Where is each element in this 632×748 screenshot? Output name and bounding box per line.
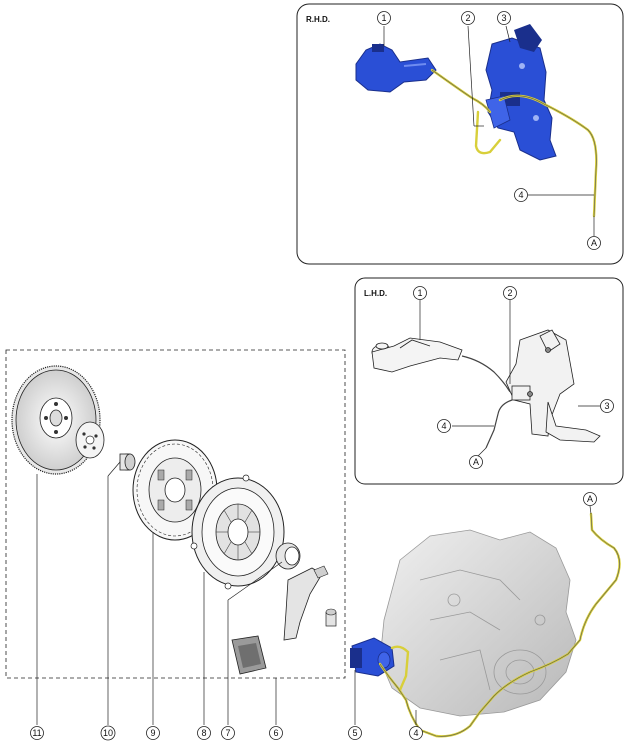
flywheel-plate bbox=[75, 421, 105, 459]
svg-text:3: 3 bbox=[604, 401, 609, 411]
transmission-leader-lines bbox=[354, 505, 592, 725]
svg-text:1: 1 bbox=[417, 288, 422, 298]
svg-text:4: 4 bbox=[441, 421, 446, 431]
clutch-leader-lines bbox=[36, 461, 283, 725]
rhd-panel: R.H.D. bbox=[296, 3, 624, 265]
callout-4: 4 bbox=[409, 726, 423, 740]
svg-text:4: 4 bbox=[413, 728, 418, 738]
rhd-panel-title: R.H.D. bbox=[306, 15, 330, 24]
transmission-assembly: A 5 4 bbox=[348, 492, 621, 740]
lhd-callout-a: A bbox=[469, 455, 483, 469]
pivot-bolt bbox=[325, 608, 337, 627]
callout-5: 5 bbox=[348, 726, 362, 740]
lhd-reservoir-tank bbox=[371, 337, 463, 373]
rhd-callout-a: A bbox=[587, 236, 601, 250]
main-callout-a: A bbox=[583, 492, 597, 506]
rhd-callout-2: 2 bbox=[461, 11, 475, 25]
callout-6: 6 bbox=[269, 726, 283, 740]
lhd-callout-4: 4 bbox=[437, 419, 451, 433]
callout-9: 9 bbox=[146, 726, 160, 740]
rhd-panel-frame bbox=[296, 3, 624, 265]
rhd-callout-3: 3 bbox=[497, 11, 511, 25]
rhd-pedal-bracket bbox=[485, 24, 557, 161]
lhd-callout-2: 2 bbox=[503, 286, 517, 300]
svg-text:7: 7 bbox=[225, 728, 230, 738]
svg-text:1: 1 bbox=[381, 13, 386, 23]
release-bearing bbox=[275, 542, 301, 570]
transmission-details bbox=[419, 569, 547, 695]
svg-text:9: 9 bbox=[150, 728, 155, 738]
lhd-pedal-bracket bbox=[505, 329, 601, 443]
callout-7: 7 bbox=[221, 726, 235, 740]
callout-10: 10 bbox=[100, 725, 116, 741]
svg-text:A: A bbox=[473, 457, 479, 467]
svg-text:11: 11 bbox=[32, 728, 41, 738]
lhd-panel-title: L.H.D. bbox=[364, 289, 387, 298]
svg-text:4: 4 bbox=[518, 190, 523, 200]
clutch-assembly-group: 11 10 9 8 7 6 bbox=[5, 349, 346, 741]
pilot-bearing bbox=[119, 453, 136, 471]
callout-11: 11 bbox=[30, 726, 44, 740]
lhd-callout-3: 3 bbox=[600, 399, 614, 413]
transmission-case bbox=[379, 529, 577, 717]
rhd-reservoir-tank bbox=[355, 43, 437, 93]
main-line-outline bbox=[379, 513, 620, 737]
lhd-panel: L.H.D. bbox=[354, 277, 624, 485]
svg-text:3: 3 bbox=[501, 13, 506, 23]
rhd-leader-lines bbox=[383, 25, 595, 236]
svg-text:5: 5 bbox=[352, 728, 357, 738]
release-fork bbox=[283, 565, 329, 641]
clutch-disc bbox=[132, 439, 218, 541]
svg-text:10: 10 bbox=[103, 728, 113, 738]
pressure-plate bbox=[190, 474, 285, 590]
lhd-callout-1: 1 bbox=[413, 286, 427, 300]
svg-text:A: A bbox=[587, 494, 593, 504]
clutch-kit-dashed-frame bbox=[5, 349, 346, 679]
lhd-hydraulic-lines bbox=[461, 355, 513, 449]
svg-text:2: 2 bbox=[507, 288, 512, 298]
rhd-callout-1: 1 bbox=[377, 11, 391, 25]
lhd-leader-lines bbox=[419, 300, 600, 457]
svg-text:2: 2 bbox=[465, 13, 470, 23]
callout-8: 8 bbox=[197, 726, 211, 740]
svg-text:8: 8 bbox=[201, 728, 206, 738]
svg-text:A: A bbox=[591, 238, 597, 248]
lhd-panel-frame bbox=[354, 277, 624, 485]
svg-text:6: 6 bbox=[273, 728, 278, 738]
release-fork-boot bbox=[231, 635, 267, 675]
rhd-callout-4: 4 bbox=[514, 188, 528, 202]
